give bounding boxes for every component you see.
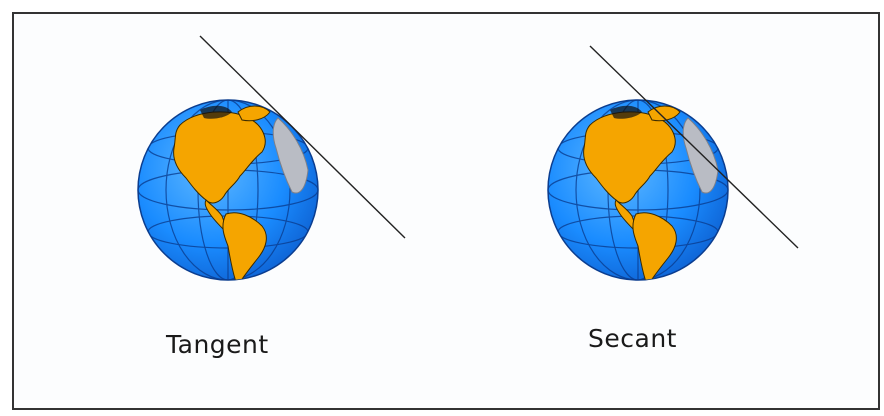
tangent-globe xyxy=(137,99,319,281)
south-america-shape xyxy=(222,212,267,280)
secant-line xyxy=(589,45,799,249)
secant-caption: Secant xyxy=(588,324,677,353)
tangent-caption: Tangent xyxy=(166,330,269,359)
tangent-line xyxy=(199,35,406,239)
north-america-shape xyxy=(173,111,266,204)
secant-globe xyxy=(547,99,729,281)
